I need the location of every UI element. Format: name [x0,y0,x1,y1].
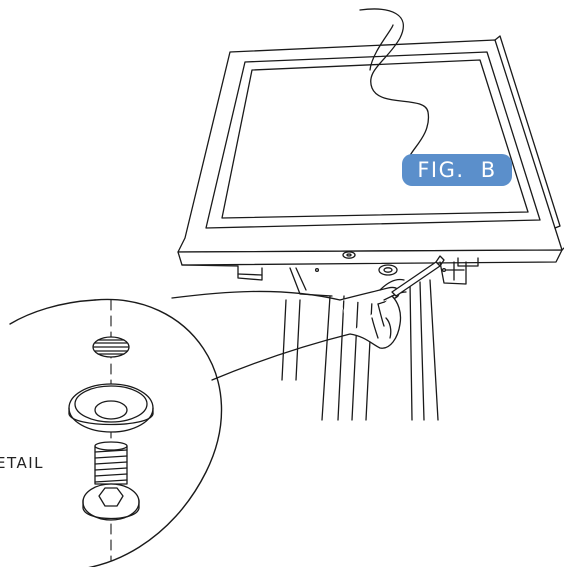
hand-with-hex-key-icon [171,255,445,381]
mounting-bracket [181,257,479,297]
monitor-frame-icon [177,35,564,273]
detail-label: ETAIL [0,454,47,472]
figure-badge-label: FIG. B [417,158,497,182]
screen-reflection-2 [369,24,394,71]
stand-posts [281,279,439,421]
screw-washer-exploded-icon [68,336,154,521]
figure-badge: FIG. B [402,154,512,186]
screen-reflection [359,8,430,161]
